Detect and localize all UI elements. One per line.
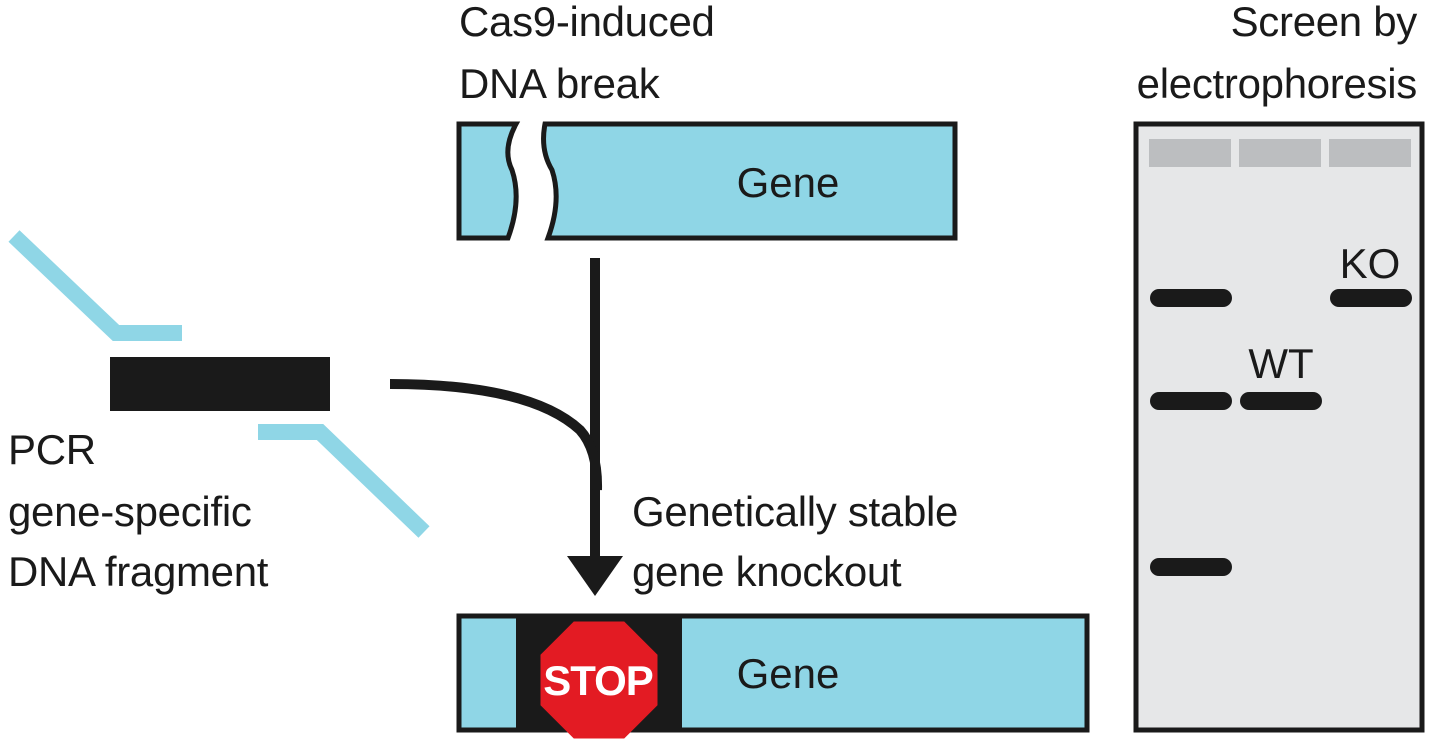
gel-well-3	[1329, 139, 1411, 167]
ko-band	[1330, 289, 1412, 307]
ladder-band-3	[1150, 558, 1232, 576]
screen-label-line2: electrophoresis	[1136, 60, 1418, 107]
dna-fragment-bar	[110, 357, 330, 411]
stop-sign-label: STOP	[543, 657, 653, 704]
gene-knockout: STOP Gene	[456, 613, 1090, 739]
merge-curve	[389, 379, 603, 491]
wt-label: WT	[1248, 340, 1313, 387]
gene-top-label: Gene	[737, 159, 840, 206]
knockout-arrow	[389, 258, 623, 596]
arrow-head	[567, 556, 623, 596]
gel-box	[1133, 121, 1425, 733]
knockout-label-line2: gene knockout	[632, 548, 902, 595]
electrophoresis-gel: WT KO	[1133, 121, 1425, 733]
pcr-fragment	[8, 230, 430, 538]
ladder-band-2	[1150, 392, 1232, 410]
stop-sign-icon	[540, 621, 658, 739]
gene-with-break: Gene	[456, 121, 958, 241]
gel-well-2	[1239, 139, 1321, 167]
pcr-label-line3: DNA fragment	[8, 548, 269, 595]
knockout-label-line1: Genetically stable	[632, 488, 959, 535]
ladder-band-1	[1150, 289, 1232, 307]
break-label-line1: Cas9-induced	[459, 0, 715, 45]
forward-primer	[8, 230, 182, 341]
reverse-primer	[258, 424, 430, 538]
gel-well-1	[1149, 139, 1231, 167]
wt-band	[1240, 392, 1322, 410]
ko-label: KO	[1340, 240, 1401, 287]
gene-right-fragment	[541, 121, 958, 241]
pcr-label-line2: gene-specific	[8, 488, 252, 535]
break-label-line2: DNA break	[459, 60, 660, 107]
gene-bottom-label: Gene	[737, 650, 840, 697]
gene-left-fragment	[456, 121, 521, 241]
pcr-label-line1: PCR	[8, 426, 96, 473]
screen-label-line1: Screen by	[1230, 0, 1418, 45]
